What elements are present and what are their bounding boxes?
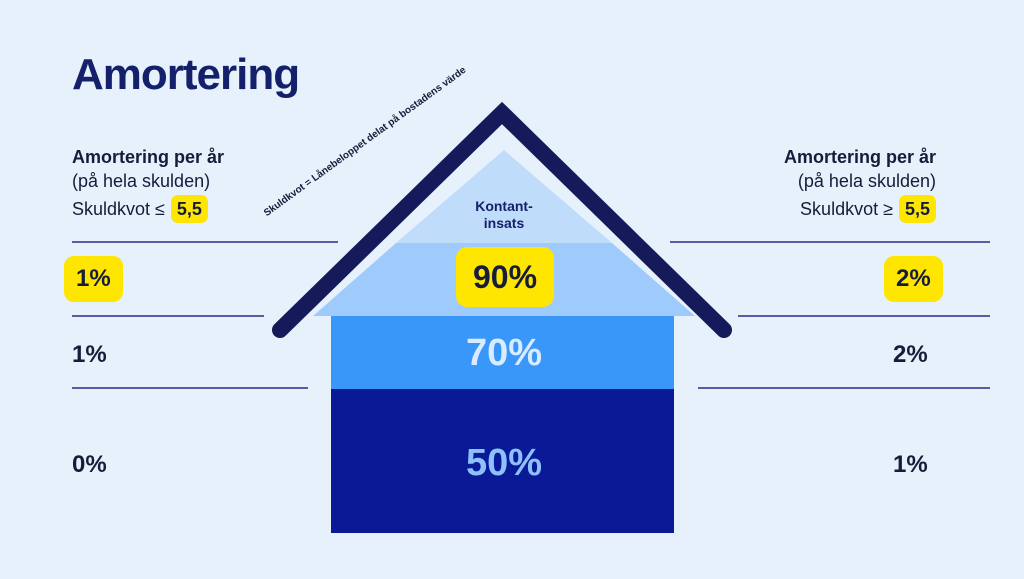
level-90-label: 90%	[456, 247, 554, 307]
left-rate-90: 1%	[64, 256, 123, 302]
right-skuldkvot-label: Skuldkvot ≥	[800, 199, 893, 219]
left-header: Amortering per år (på hela skulden) Skul…	[72, 145, 224, 223]
level-70-label: 70%	[465, 332, 543, 374]
left-skuldkvot-label: Skuldkvot ≤	[72, 199, 165, 219]
kontantinsats-label: Kontant- insats	[475, 198, 533, 231]
right-skuldkvot-row: Skuldkvot ≥ 5,5	[784, 195, 936, 223]
right-rate-90: 2%	[884, 256, 943, 302]
band-70	[331, 316, 674, 389]
roof-top-section	[396, 150, 612, 243]
left-rate-50: 0%	[72, 451, 107, 478]
right-rate-70: 2%	[893, 341, 928, 368]
band-50	[331, 389, 674, 533]
left-rate-70: 1%	[72, 341, 107, 368]
page-title: Amortering	[72, 50, 300, 99]
left-skuldkvot-value: 5,5	[170, 195, 208, 223]
right-rate-50: 1%	[893, 451, 928, 478]
left-header-title: Amortering per år	[72, 147, 225, 167]
roof-outline	[272, 101, 732, 338]
right-header: Amortering per år (på hela skulden) Skul…	[784, 145, 936, 223]
right-header-title: Amortering per år	[783, 147, 936, 167]
left-skuldkvot-row: Skuldkvot ≤ 5,5	[72, 195, 224, 223]
right-header-subtitle: (på hela skulden)	[797, 171, 936, 191]
right-skuldkvot-value: 5,5	[898, 195, 936, 223]
level-50-label: 50%	[465, 442, 543, 484]
left-header-subtitle: (på hela skulden)	[72, 171, 211, 191]
